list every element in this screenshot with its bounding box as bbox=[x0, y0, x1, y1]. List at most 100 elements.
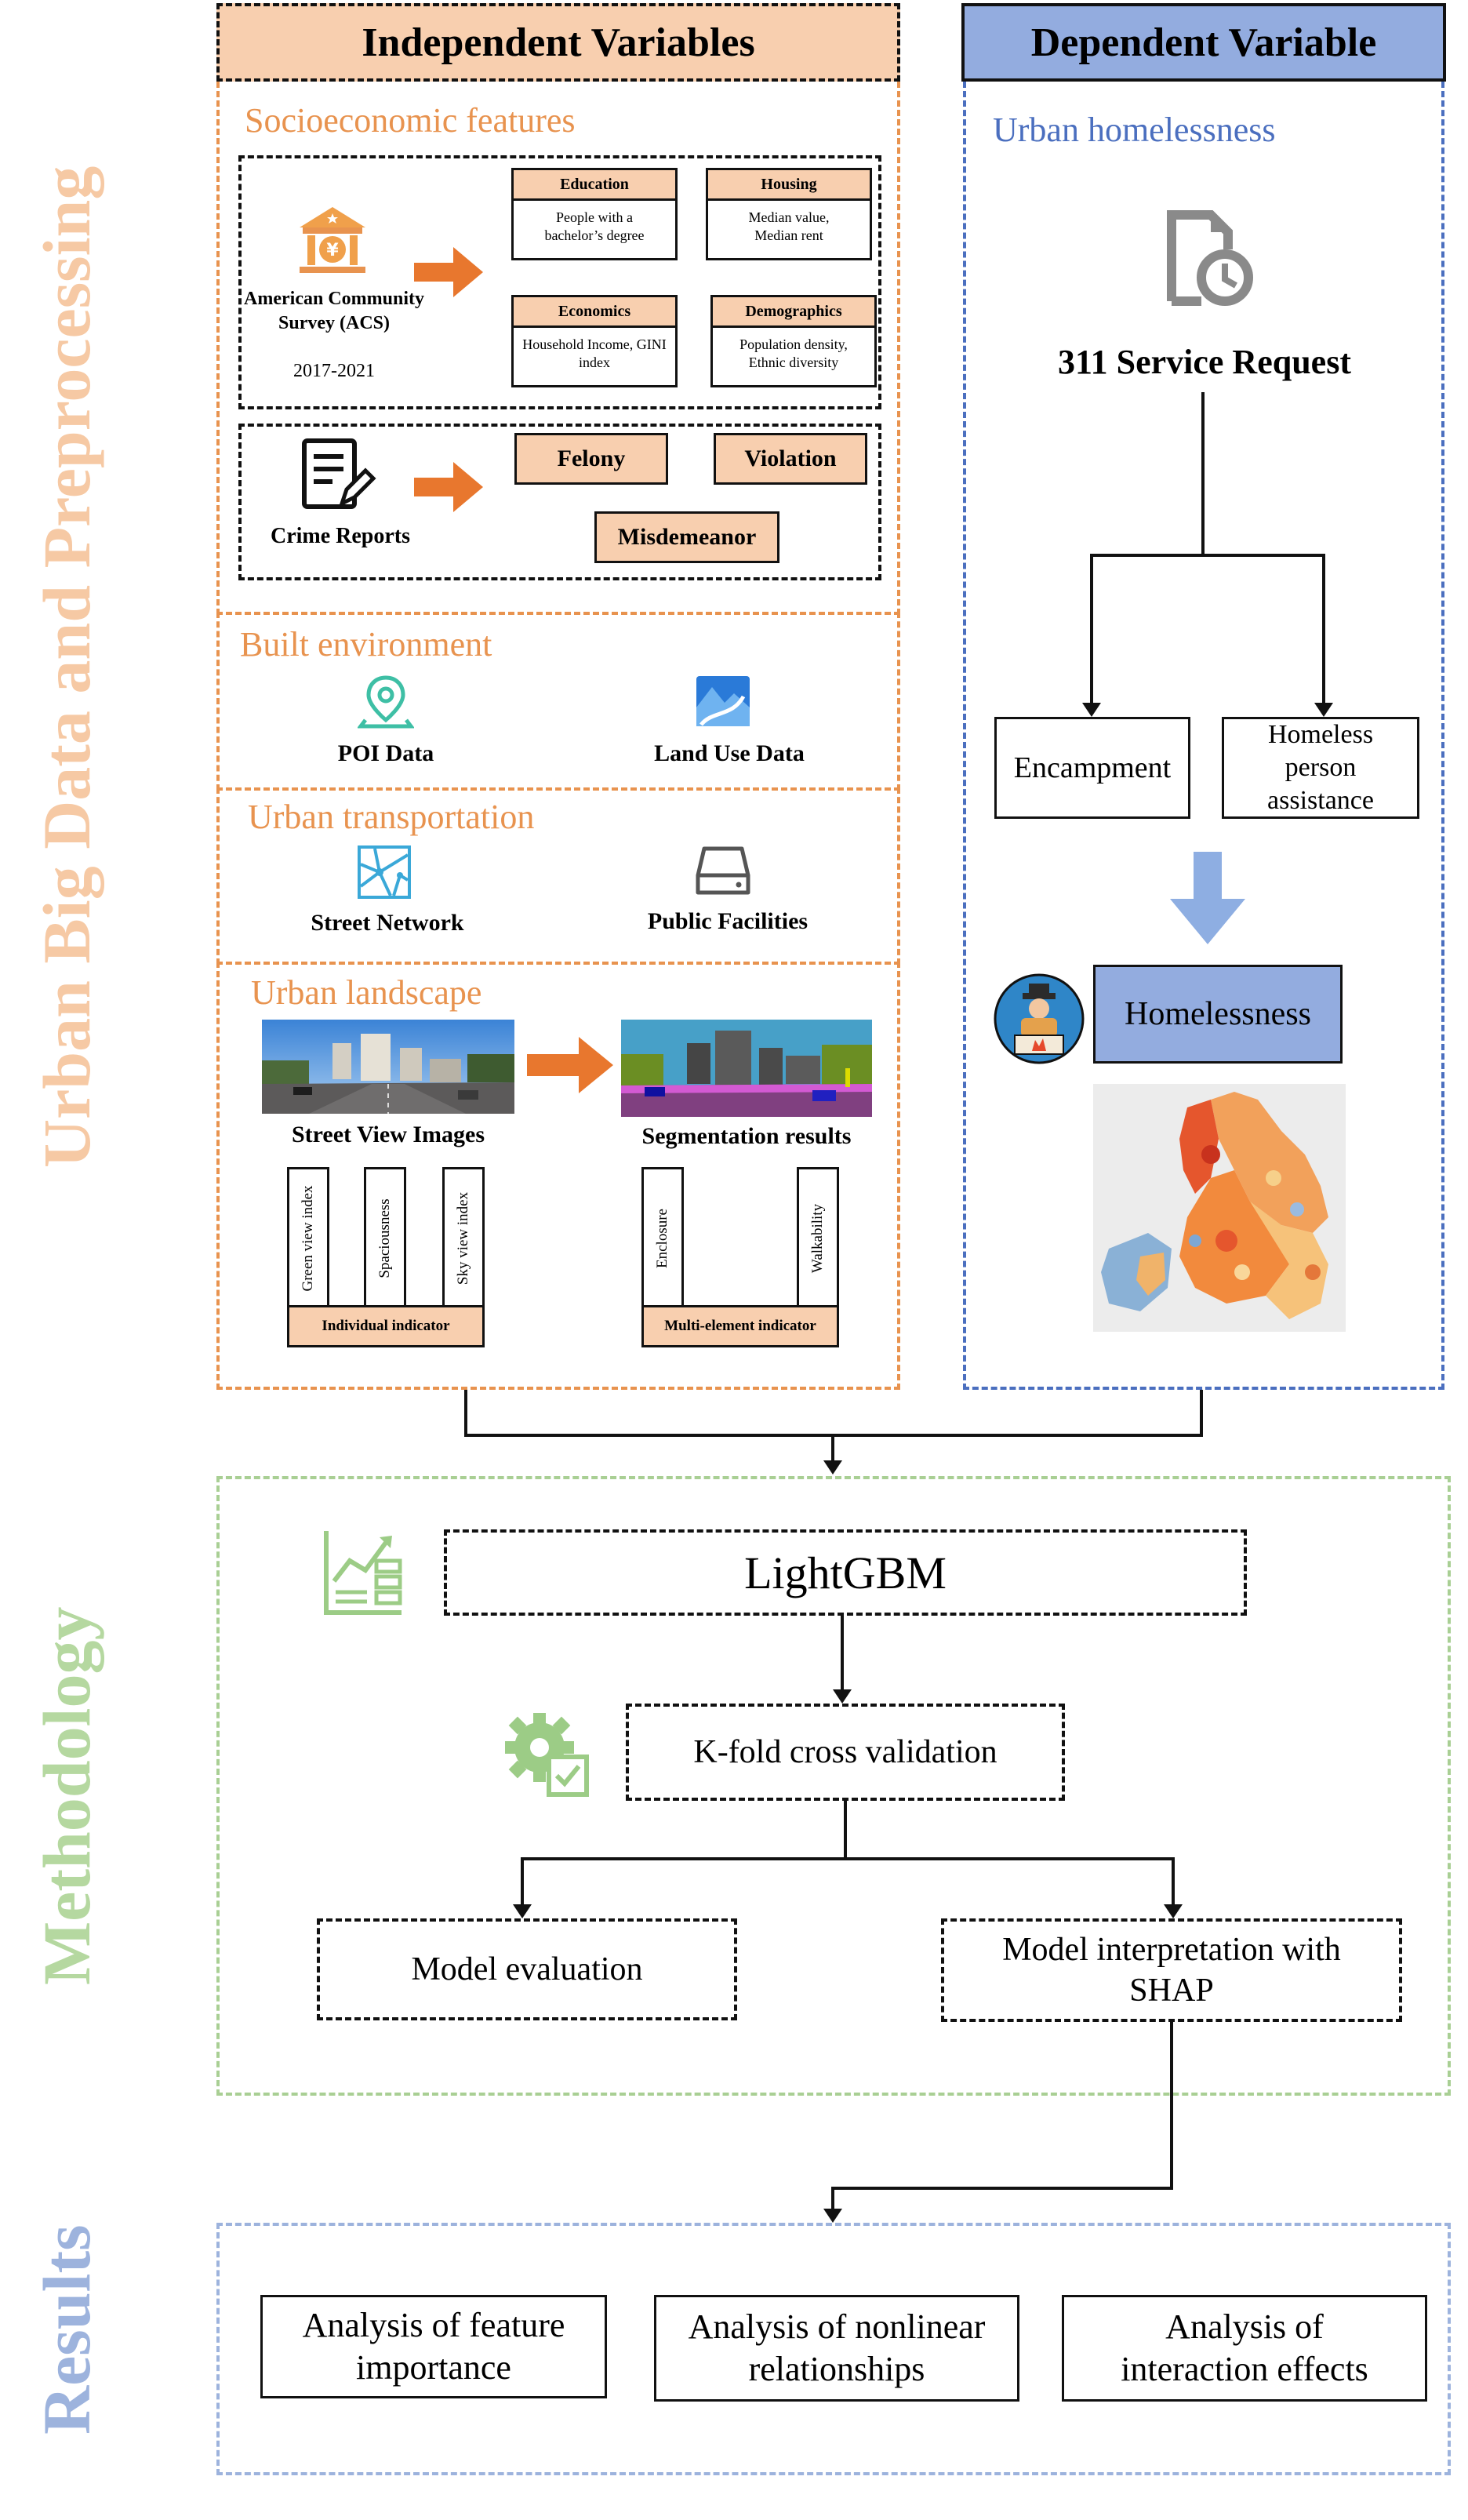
education-body: People with a bachelor’s degree bbox=[544, 209, 645, 243]
connector-line bbox=[1170, 2022, 1173, 2188]
tree-line bbox=[1090, 554, 1324, 557]
land-use-data-label: Land Use Data bbox=[654, 740, 805, 766]
public-facilities-label: Public Facilities bbox=[647, 908, 808, 934]
crime-group bbox=[238, 424, 881, 580]
connector-line bbox=[521, 1857, 1173, 1860]
urban-transportation-title: Urban transportation bbox=[248, 798, 535, 836]
enclosure-column: Enclosure bbox=[641, 1167, 684, 1307]
side-label-results: Results bbox=[29, 2224, 104, 2435]
connector-line bbox=[1172, 1857, 1175, 1909]
arrowhead-icon bbox=[513, 1904, 532, 1918]
homeless-assistance-box: Homeless person assistance bbox=[1222, 717, 1419, 819]
street-network-icon bbox=[358, 845, 411, 899]
arrowhead-icon bbox=[833, 1689, 852, 1704]
svg-text:¥: ¥ bbox=[326, 241, 339, 260]
connector-line bbox=[844, 1801, 847, 1859]
document-clock-icon bbox=[1167, 210, 1253, 306]
nyc-homelessness-map bbox=[1093, 1084, 1346, 1332]
gear-checklist-icon bbox=[505, 1713, 589, 1797]
misdemeanor-box: Misdemeanor bbox=[594, 511, 779, 563]
green-view-index-label: Green view index bbox=[300, 1184, 316, 1292]
dependent-variable-header: Dependent Variable bbox=[961, 3, 1446, 82]
education-box: Education People with a bachelor’s degre… bbox=[511, 168, 678, 260]
arrowhead-icon bbox=[1314, 703, 1333, 717]
segmentation-image bbox=[621, 1020, 872, 1117]
arrow-right-icon bbox=[414, 247, 483, 297]
bank-icon: ¥ bbox=[300, 207, 365, 273]
tree-line bbox=[1090, 554, 1093, 707]
model-evaluation-box: Model evaluation bbox=[317, 1918, 737, 2020]
demographics-box: Demographics Population density, Ethnic … bbox=[710, 295, 877, 387]
arrowhead-icon bbox=[1164, 1904, 1183, 1918]
model-interpretation-box: Model interpretation with SHAP bbox=[941, 1918, 1402, 2022]
connector-line bbox=[464, 1390, 467, 1437]
urban-landscape-title: Urban landscape bbox=[251, 973, 482, 1012]
economics-box: Economics Household Income, GINI index bbox=[511, 295, 678, 387]
segmentation-label: Segmentation results bbox=[641, 1123, 852, 1149]
independent-header-text: Independent Variables bbox=[362, 20, 755, 65]
encampment-box: Encampment bbox=[994, 717, 1190, 819]
walkability-column: Walkability bbox=[797, 1167, 839, 1307]
arrowhead-icon bbox=[823, 1460, 842, 1475]
side-label-methodology: Methodology bbox=[29, 1606, 104, 1986]
acs-label: American Community Survey (ACS) bbox=[244, 289, 424, 333]
multi-element-indicator-base: Multi-element indicator bbox=[641, 1305, 839, 1347]
service-request-label: 311 Service Request bbox=[1058, 343, 1351, 381]
street-network-label: Street Network bbox=[311, 910, 464, 936]
sky-view-index-label: Sky view index bbox=[455, 1191, 471, 1285]
analytics-chart-icon bbox=[324, 1531, 402, 1615]
result-feature-importance: Analysis of feature importance bbox=[260, 2295, 607, 2398]
felony-box: Felony bbox=[514, 433, 668, 485]
results-section bbox=[216, 2223, 1451, 2475]
arrow-right-icon bbox=[414, 462, 483, 512]
document-edit-icon bbox=[302, 438, 376, 509]
housing-box: Housing Median value, Median rent bbox=[706, 168, 872, 260]
tree-line bbox=[1322, 554, 1325, 707]
methodology-section bbox=[216, 1476, 1451, 2096]
connector-line bbox=[831, 1434, 834, 1465]
urban-homelessness-title: Urban homelessness bbox=[993, 111, 1276, 149]
homelessness-box: Homelessness bbox=[1093, 965, 1343, 1064]
public-facilities-icon bbox=[696, 846, 750, 895]
homeless-person-icon bbox=[994, 973, 1085, 1064]
street-view-label: Street View Images bbox=[291, 1122, 485, 1147]
connector-line bbox=[831, 2187, 834, 2213]
connector-line bbox=[521, 1857, 524, 1909]
socioeconomic-title: Socioeconomic features bbox=[245, 101, 576, 140]
land-use-icon bbox=[696, 676, 750, 726]
green-view-index-column: Green view index bbox=[287, 1167, 329, 1307]
result-nonlinear-relationships: Analysis of nonlinear relationships bbox=[654, 2295, 1019, 2402]
poi-data-label: POI Data bbox=[337, 740, 434, 766]
arrowhead-icon bbox=[1082, 703, 1101, 717]
crime-reports-label: Crime Reports bbox=[270, 524, 411, 548]
connector-line bbox=[1200, 1390, 1203, 1437]
urban-landscape-section bbox=[216, 962, 900, 1390]
arrowhead-icon bbox=[823, 2209, 842, 2223]
economics-head: Economics bbox=[514, 297, 675, 328]
spaciousness-label: Spaciousness bbox=[376, 1198, 393, 1278]
education-head: Education bbox=[514, 170, 675, 201]
lightgbm-box: LightGBM bbox=[444, 1529, 1247, 1616]
housing-body: Median value, Median rent bbox=[748, 209, 830, 243]
dependent-header-text: Dependent Variable bbox=[1030, 20, 1377, 65]
walkability-label: Walkability bbox=[809, 1203, 826, 1273]
demographics-head: Demographics bbox=[713, 297, 874, 328]
sky-view-index-column: Sky view index bbox=[442, 1167, 485, 1307]
connector-line bbox=[831, 2187, 1173, 2190]
connector-line bbox=[841, 1616, 844, 1694]
acs-group bbox=[238, 155, 881, 409]
arrow-down-icon bbox=[1170, 852, 1245, 944]
dependent-section bbox=[963, 82, 1444, 1390]
arrow-right-icon bbox=[527, 1037, 613, 1093]
location-pin-icon bbox=[358, 675, 414, 729]
enclosure-label: Enclosure bbox=[654, 1208, 670, 1268]
housing-head: Housing bbox=[708, 170, 870, 201]
independent-variables-header: Independent Variables bbox=[216, 3, 900, 82]
economics-body: Household Income, GINI index bbox=[522, 336, 667, 370]
tree-line bbox=[1201, 392, 1205, 555]
spaciousness-column: Spaciousness bbox=[364, 1167, 406, 1307]
side-label-data: Urban Big Data and Preprocessing bbox=[29, 165, 104, 1168]
k-fold-box: K-fold cross validation bbox=[626, 1704, 1065, 1801]
demographics-body: Population density, Ethnic diversity bbox=[739, 336, 848, 370]
violation-box: Violation bbox=[714, 433, 867, 485]
